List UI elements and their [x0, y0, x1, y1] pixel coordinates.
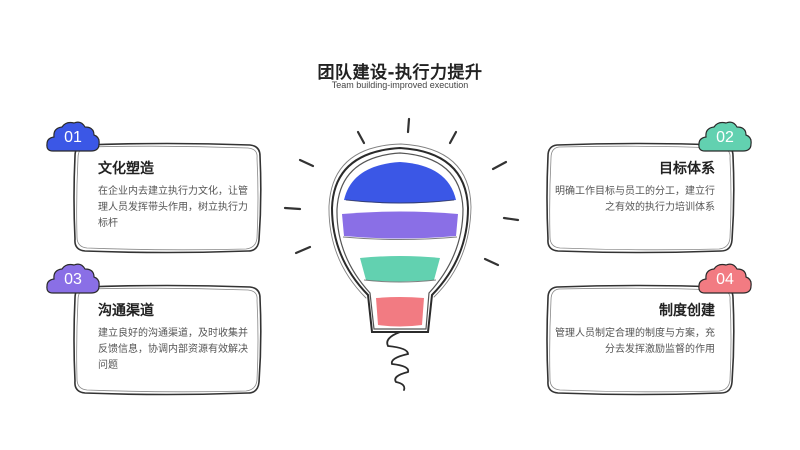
card-culture: 文化塑造 在企业内去建立执行力文化，让管理人员发挥带头作用，树立执行力标杆	[72, 142, 262, 254]
cloud-icon	[698, 121, 752, 152]
card-goal-system: 目标体系 明确工作目标与员工的分工，建立行之有效的执行力培训体系	[545, 142, 735, 254]
number-cloud-2: 02	[697, 120, 753, 154]
light-rays	[283, 117, 520, 267]
card-frame	[73, 284, 262, 396]
card-system-creation: 制度创建 管理人员制定合理的制度与方案，充分去发挥激励监督的作用	[545, 284, 735, 396]
bulb-segment-green	[360, 256, 440, 282]
number-cloud-4: 04	[697, 262, 753, 296]
number-cloud-1: 01	[45, 120, 101, 154]
lightbulb-illustration	[283, 117, 520, 391]
card-title: 目标体系	[659, 161, 715, 177]
card-text: 建立良好的沟通渠道，及时收集并反馈信息，协调内部资源有效解决问题	[98, 328, 248, 371]
page-subtitle: Team building-improved execution	[331, 80, 469, 90]
card-frame	[73, 142, 262, 254]
number-cloud-3: 03	[45, 262, 101, 296]
bulb-outline	[328, 143, 472, 333]
card-text: 管理人员制定合理的制度与方案，充分去发挥激励监督的作用	[555, 328, 715, 355]
bulb-segment-blue	[344, 162, 456, 204]
cloud-icon	[698, 263, 752, 294]
cloud-icon	[46, 263, 100, 294]
card-title: 文化塑造	[98, 161, 154, 177]
card-text: 明确工作目标与员工的分工，建立行之有效的执行力培训体系	[555, 186, 715, 213]
cloud-icon	[46, 121, 100, 152]
card-number: 02	[716, 129, 734, 146]
card-title: 制度创建	[659, 303, 715, 319]
bulb-segment-red	[376, 297, 424, 327]
card-text: 在企业内去建立执行力文化，让管理人员发挥带头作用，树立执行力标杆	[98, 186, 248, 229]
card-number: 04	[716, 271, 734, 288]
card-number: 01	[64, 129, 82, 146]
bulb-segment-purple	[342, 211, 458, 239]
bulb-coil	[386, 331, 410, 391]
card-number: 03	[64, 271, 82, 288]
card-title: 沟通渠道	[98, 303, 154, 319]
card-communication: 沟通渠道 建立良好的沟通渠道，及时收集并反馈信息，协调内部资源有效解决问题	[72, 284, 262, 396]
page-title: 团队建设-执行力提升	[317, 63, 483, 83]
